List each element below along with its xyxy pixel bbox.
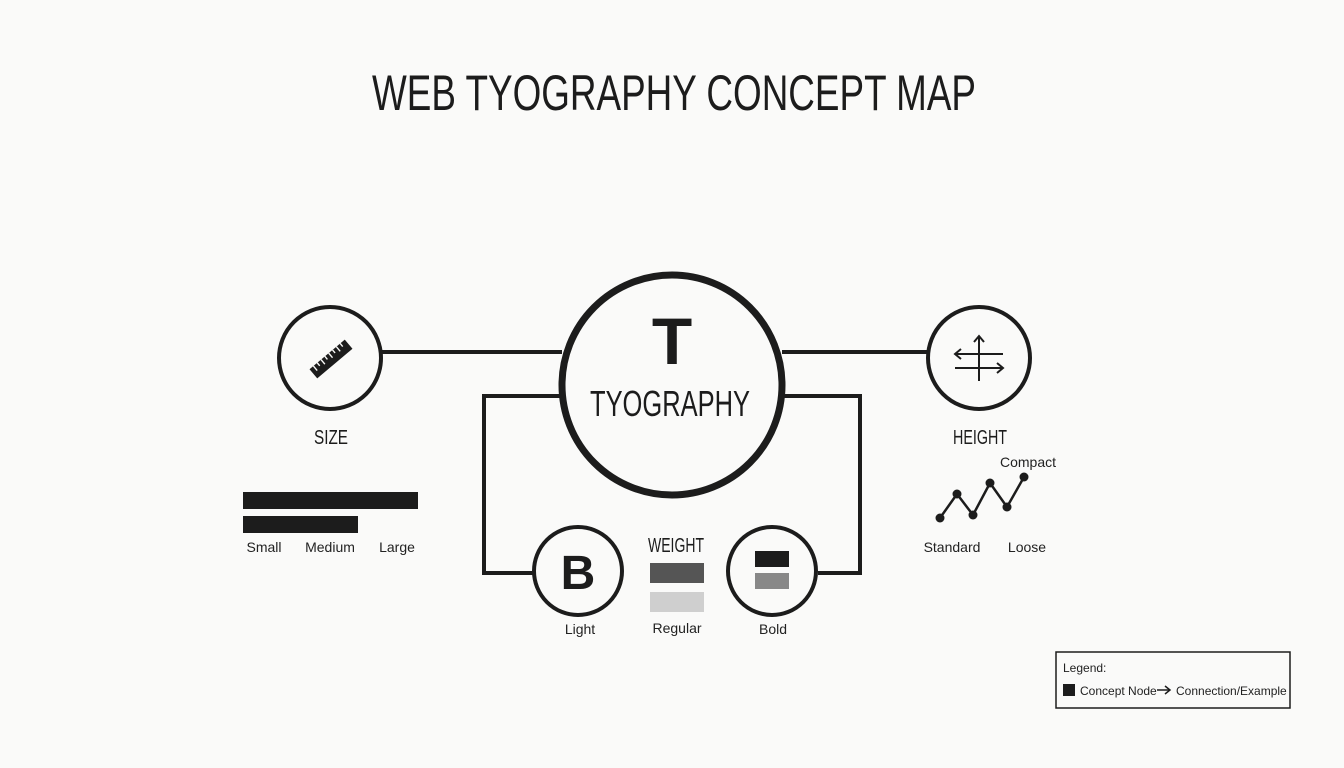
central-node: T TYOGRAPHY — [558, 271, 786, 499]
weight-swatch-dark — [650, 563, 704, 583]
weight-swatch-light — [650, 592, 704, 612]
weight-example-regular: Regular — [652, 620, 701, 636]
bold-swatch-icon-bottom — [755, 573, 789, 589]
weight-light-connector — [482, 394, 560, 575]
height-example-loose: Loose — [1008, 539, 1046, 555]
size-example-medium: Medium — [305, 539, 355, 555]
central-node-letter: T — [652, 304, 692, 378]
size-example-small: Small — [246, 539, 281, 555]
bold-letter-icon: B — [561, 547, 596, 600]
weight-example-light: Light — [565, 621, 595, 637]
size-node-label: SIZE — [314, 427, 348, 449]
weight-example-bold: Bold — [759, 621, 787, 637]
size-node: SIZE Small Medium Large — [243, 305, 418, 555]
height-node: HEIGHT Compact Standard Loose — [924, 305, 1056, 555]
central-node-label: TYOGRAPHY — [590, 383, 750, 424]
legend-box — [1055, 651, 1291, 709]
size-bar-large — [243, 492, 418, 509]
connectors — [382, 350, 928, 575]
weight-bold-connector — [784, 394, 862, 575]
legend-arrow-icon — [1157, 685, 1172, 695]
legend-connection-label: Connection/Example — [1176, 684, 1287, 698]
spacing-arrows-icon — [953, 334, 1005, 381]
height-node-label: HEIGHT — [953, 427, 1007, 449]
legend: Legend: Concept Node Connection/Example — [1055, 651, 1291, 709]
legend-node-label: Concept Node — [1080, 684, 1157, 698]
legend-title: Legend: — [1063, 661, 1106, 675]
central-node-circle — [558, 271, 786, 499]
height-example-standard: Standard — [924, 539, 981, 555]
height-example-compact: Compact — [1000, 454, 1056, 470]
bold-swatch-icon-top — [755, 551, 789, 567]
size-example-large: Large — [379, 539, 415, 555]
height-example-graph — [935, 472, 1029, 523]
weight-light-node-circle — [532, 525, 624, 617]
weight-group: B Light WEIGHT Regular Bold — [532, 525, 818, 637]
size-bar-medium — [243, 516, 358, 533]
weight-node-label: WEIGHT — [648, 535, 704, 557]
diagram-title: WEB TYOGRAPHY CONCEPT MAP — [372, 65, 976, 121]
weight-bold-node-circle — [726, 525, 818, 617]
ruler-icon — [309, 339, 353, 379]
legend-node-swatch — [1063, 684, 1075, 696]
